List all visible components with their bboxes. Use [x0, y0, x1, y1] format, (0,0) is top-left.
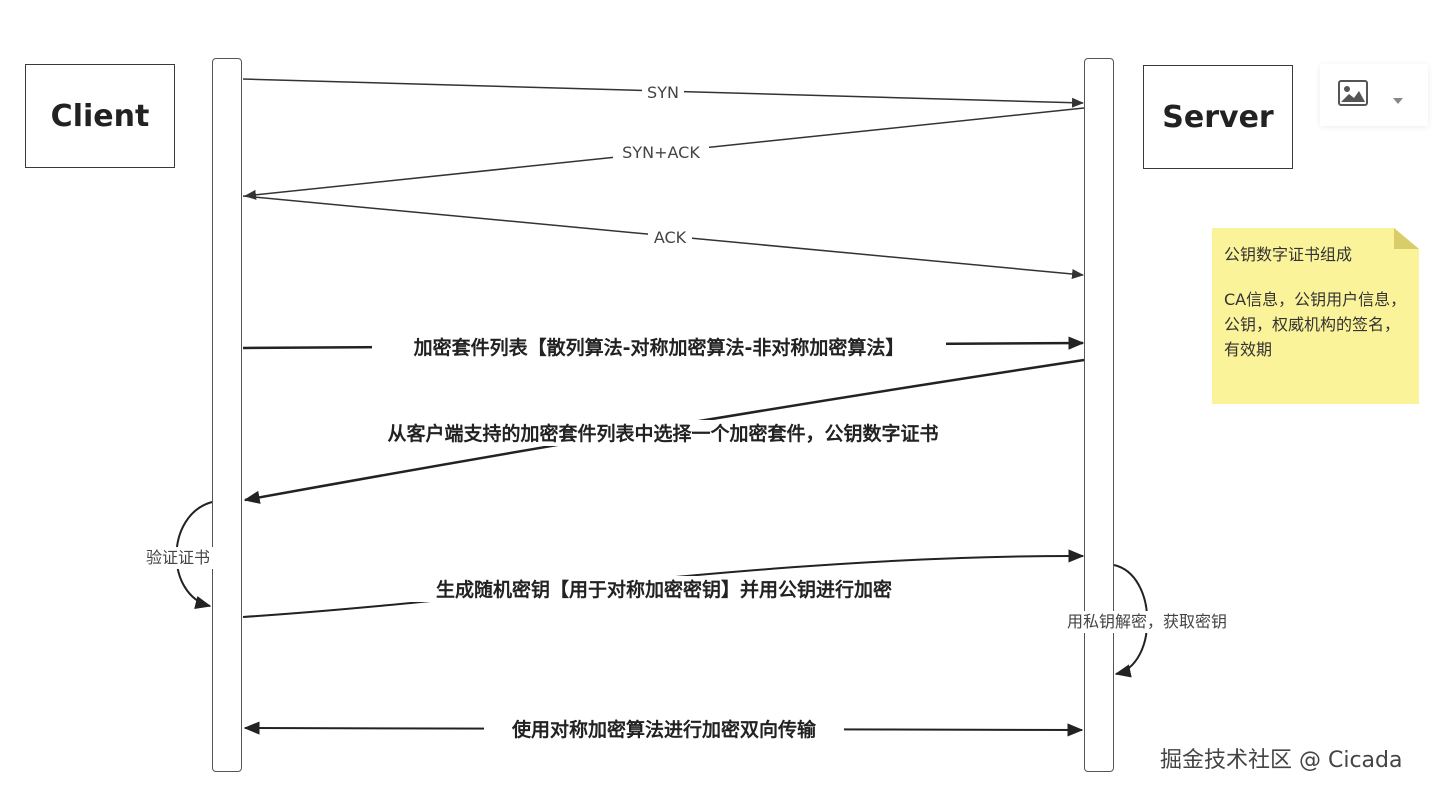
- decrypt-key-label: 用私钥解密，获取密钥: [1067, 612, 1227, 631]
- client-participant: Client: [25, 64, 175, 168]
- cipher-list-label: 加密套件列表【散列算法-对称加密算法-非对称加密算法】: [413, 336, 905, 359]
- ack-label: ACK: [654, 228, 687, 247]
- image-control[interactable]: [1320, 64, 1428, 126]
- certificate-note: 公钥数字证书组成 CA信息，公钥用户信息，公钥，权威机构的签名，有效期: [1212, 228, 1419, 404]
- transfer-label: 使用对称加密算法进行加密双向传输: [511, 718, 817, 741]
- client-label: Client: [50, 98, 150, 134]
- caret-down-icon[interactable]: [1392, 90, 1404, 104]
- server-choice-label: 从客户端支持的加密套件列表中选择一个加密套件，公钥数字证书: [387, 422, 938, 445]
- server-label: Server: [1162, 99, 1274, 135]
- note-title: 公钥数字证书组成: [1224, 245, 1353, 264]
- watermark: 掘金技术社区 @ Cicada: [1160, 748, 1403, 773]
- image-icon[interactable]: [1338, 80, 1368, 106]
- client-lifeline: [212, 58, 242, 772]
- server-participant: Server: [1143, 65, 1293, 169]
- server-lifeline: [1084, 58, 1114, 772]
- note-body: CA信息，公钥用户信息，公钥，权威机构的签名，有效期: [1224, 290, 1407, 359]
- gen-key-label: 生成随机密钥【用于对称加密密钥】并用公钥进行加密: [436, 578, 892, 601]
- verify-cert-label: 验证证书: [146, 548, 210, 567]
- syn-ack-label: SYN+ACK: [622, 143, 700, 162]
- syn-label: SYN: [647, 83, 679, 102]
